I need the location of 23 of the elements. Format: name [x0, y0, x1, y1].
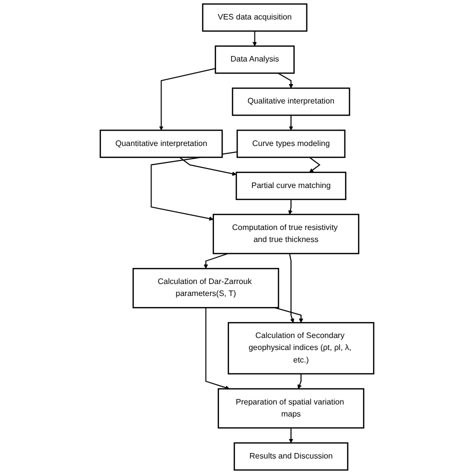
node-box: Calculation of Dar-Zarrouk parameters(S, T)	[132, 268, 280, 308]
arrow	[159, 68, 216, 130]
node-box: Partial curve matching	[236, 172, 346, 200]
arrow	[288, 198, 293, 215]
arrow	[289, 253, 294, 323]
node-box: Computation of true resistivity and true thickness	[212, 214, 360, 254]
node-box: Data Analysis	[214, 45, 295, 74]
node-box: Results and Discussion	[234, 442, 348, 471]
arrow	[252, 30, 257, 46]
node-box: VES data acquisition	[202, 3, 308, 32]
arrow	[179, 156, 237, 176]
arrow	[308, 156, 320, 173]
node-box: Qualitative interpretation	[232, 88, 350, 116]
arrow	[288, 114, 294, 130]
arrow	[274, 307, 304, 323]
arrow	[288, 427, 294, 444]
arrow	[298, 373, 302, 390]
arrow	[278, 72, 294, 88]
arrow	[205, 307, 230, 390]
node-box: Quantitative interpretation	[100, 130, 223, 158]
node-box: Curve types modeling	[236, 130, 346, 158]
node-box: Preparation of spatial variation maps	[218, 388, 364, 429]
node-box: Calculation of Secondary geophysical indices (ρt, ρl, λ, etc.)	[228, 322, 374, 374]
